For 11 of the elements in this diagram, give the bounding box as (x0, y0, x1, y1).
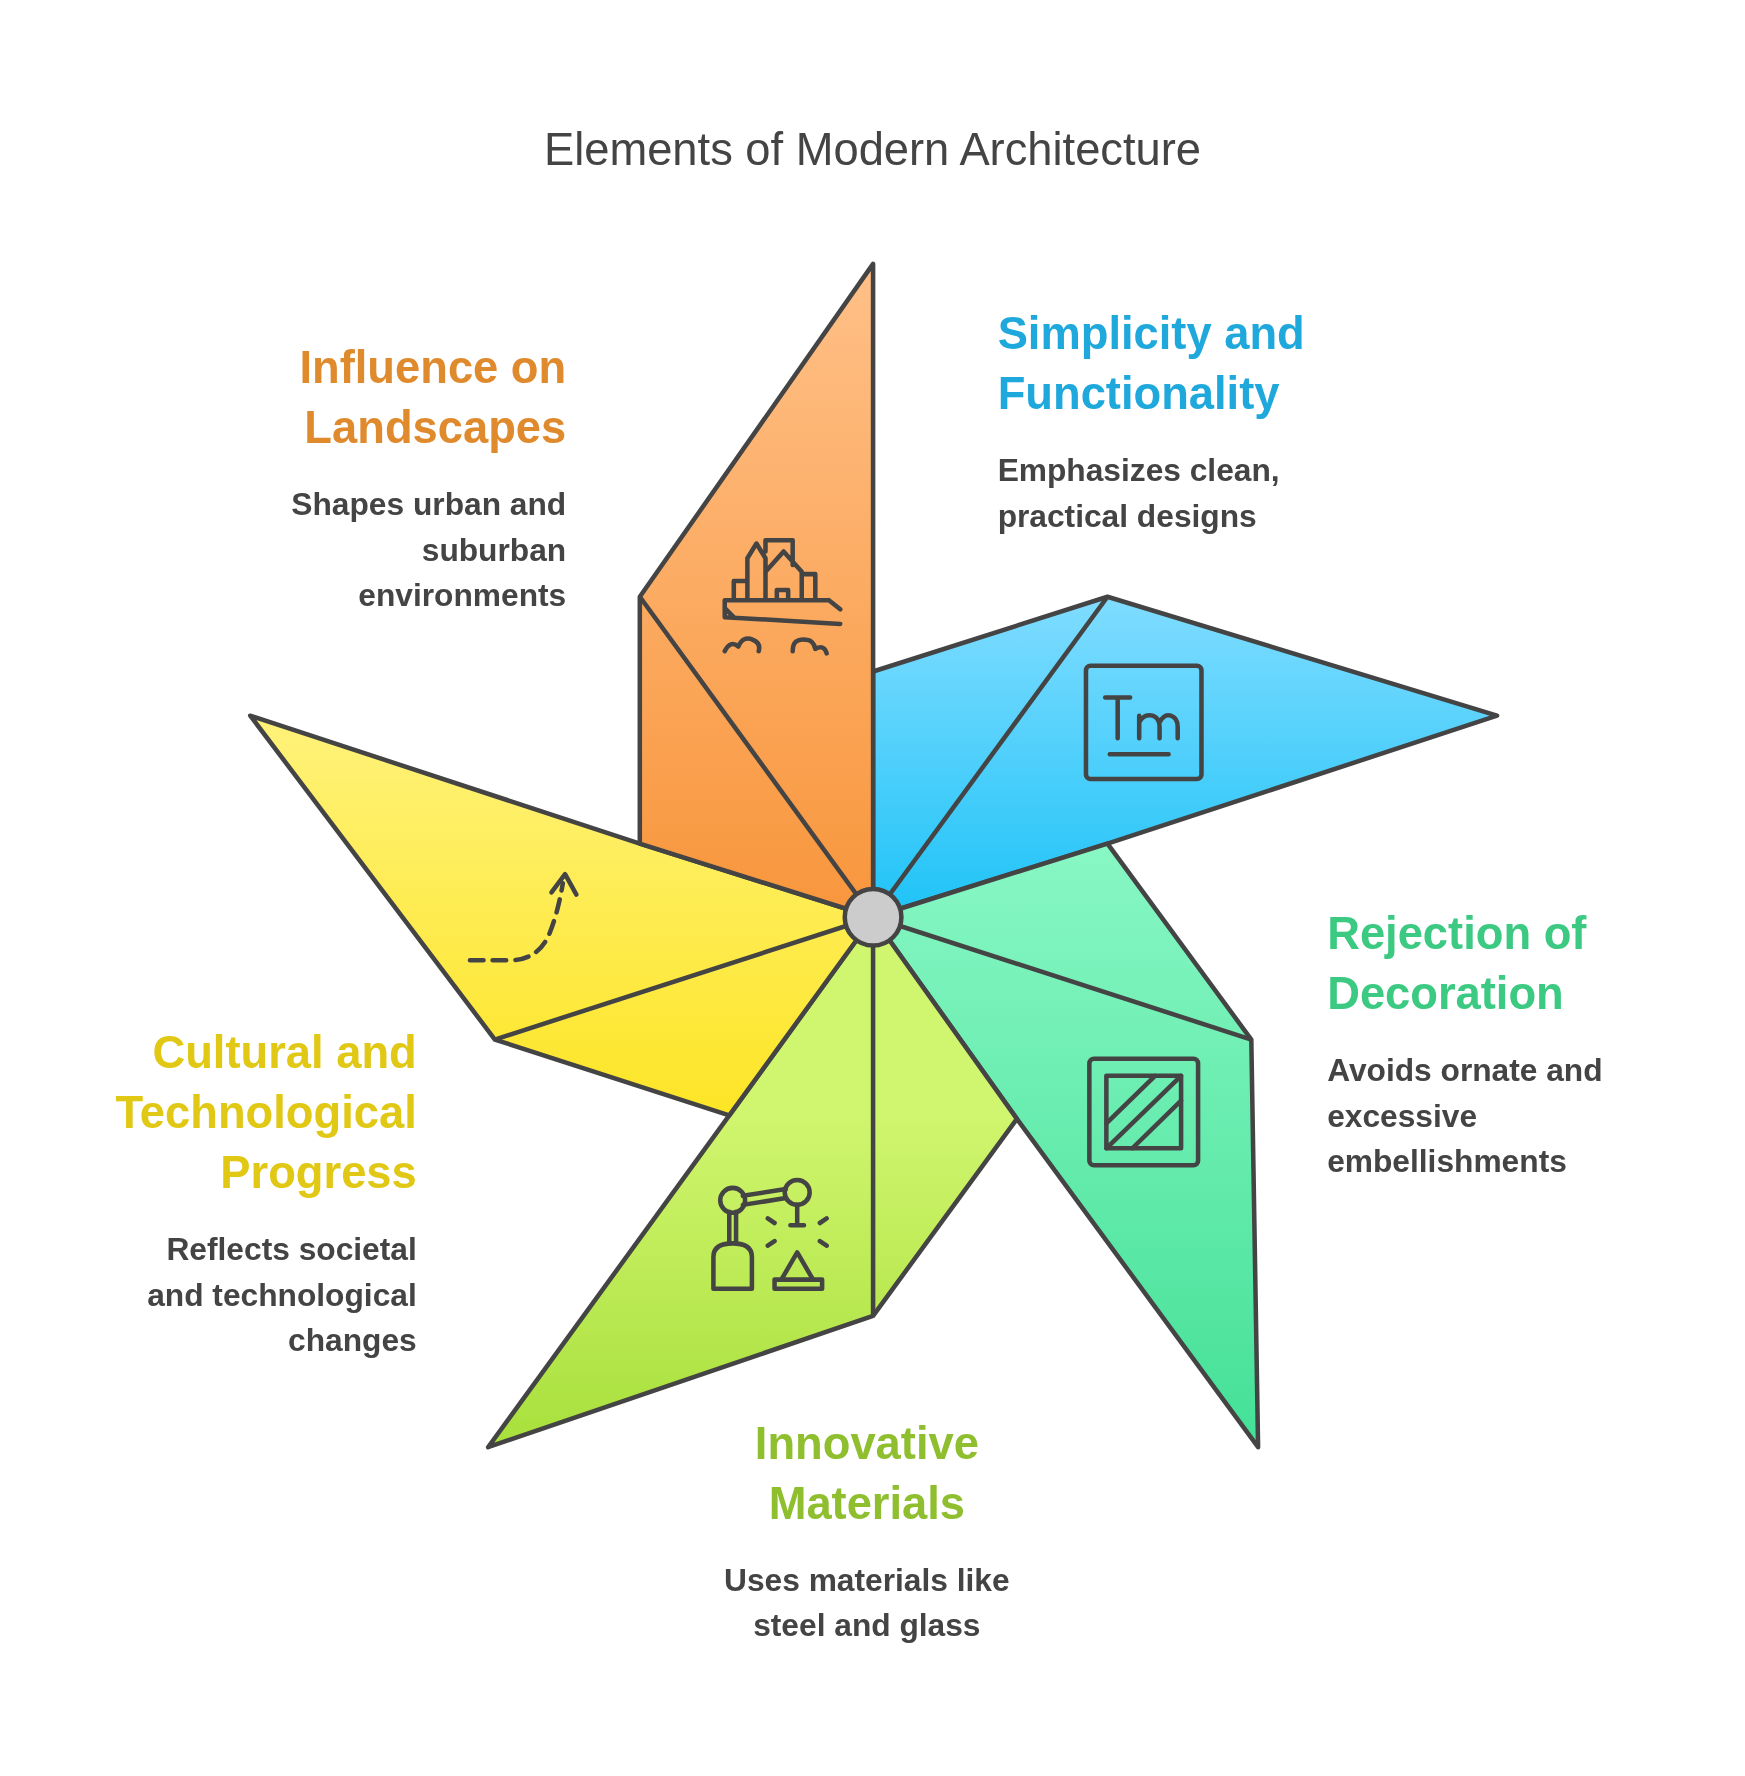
section-description: Uses materials like steel and glass (723, 1561, 1011, 1646)
section-heading: Simplicity and Functionality (997, 307, 1306, 421)
section-heading: Rejection of Decoration (1327, 907, 1588, 1021)
section-description: Avoids ornate and excessive embellishments (1327, 1052, 1604, 1181)
section-heading: Innovative Materials (753, 1416, 980, 1530)
section-heading: Influence on Landscapes (298, 341, 567, 455)
section-description: Reflects societal and technological changes (146, 1231, 417, 1360)
diagram-title: Elements of Modern Architecture (542, 124, 1203, 176)
section-description: Emphasizes clean, practical designs (997, 451, 1281, 536)
section-description: Shapes urban and suburban environments (290, 485, 567, 615)
section-heading: Cultural and Technological Progress (114, 1026, 417, 1200)
